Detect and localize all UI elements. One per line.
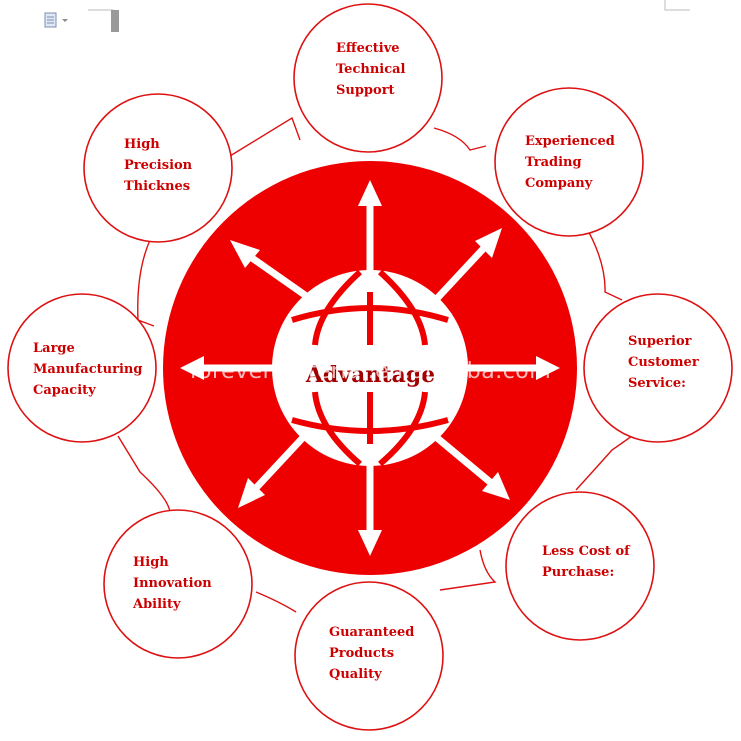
arrow-down-left-icon bbox=[238, 478, 265, 508]
node-circle-precision bbox=[83, 93, 233, 243]
node-circle-customer-service bbox=[583, 293, 733, 443]
connector-curve bbox=[117, 435, 171, 513]
node-circle-quality bbox=[294, 581, 444, 731]
node-circle-capacity bbox=[7, 293, 157, 443]
center-label: Advantage bbox=[305, 362, 436, 388]
connector-curve bbox=[439, 549, 497, 591]
connector-curve bbox=[229, 116, 301, 157]
node-circle-innovation bbox=[103, 509, 253, 659]
node-label-technical-support: Effective Technical Support bbox=[336, 41, 406, 98]
node-label-cost: Less Cost of Purchase: bbox=[542, 544, 630, 580]
arrow-down-right-icon bbox=[482, 472, 510, 500]
connector-curve bbox=[575, 435, 633, 491]
connector-curve bbox=[433, 127, 487, 151]
watermark-text: forevermaterial.en.alibaba.com bbox=[189, 359, 552, 384]
node-circle-trading-company bbox=[494, 87, 644, 237]
page-margin-mark bbox=[88, 9, 114, 32]
node-label-quality: Guaranteed Products Quality bbox=[329, 625, 415, 682]
page-margin-marker bbox=[111, 10, 119, 32]
node-label-capacity: Large Manufacturing Capacity bbox=[33, 341, 143, 398]
page-margin-mark bbox=[664, 0, 690, 11]
document-icon[interactable] bbox=[44, 12, 74, 32]
node-label-trading-company: Experienced Trading Company bbox=[525, 134, 615, 191]
arrow-left-icon bbox=[180, 356, 204, 380]
outer-nodes bbox=[7, 3, 733, 731]
node-label-customer-service: Superior Customer Service: bbox=[628, 334, 699, 391]
arrows bbox=[180, 180, 560, 556]
connector-curve bbox=[584, 224, 623, 301]
arrow-down-icon bbox=[358, 530, 382, 556]
connector-curve bbox=[255, 591, 297, 613]
connector-curve bbox=[137, 239, 155, 327]
arrow-up-icon bbox=[358, 180, 382, 206]
node-label-precision: High Precision Thicknes bbox=[124, 137, 193, 194]
node-label-innovation: High Innovation Ability bbox=[133, 555, 212, 612]
node-circle-technical-support bbox=[293, 3, 443, 153]
node-circle-cost bbox=[505, 491, 655, 641]
arrow-right-icon bbox=[536, 356, 560, 380]
arrow-up-right-icon bbox=[475, 228, 502, 258]
arrow-up-left-icon bbox=[230, 240, 260, 268]
